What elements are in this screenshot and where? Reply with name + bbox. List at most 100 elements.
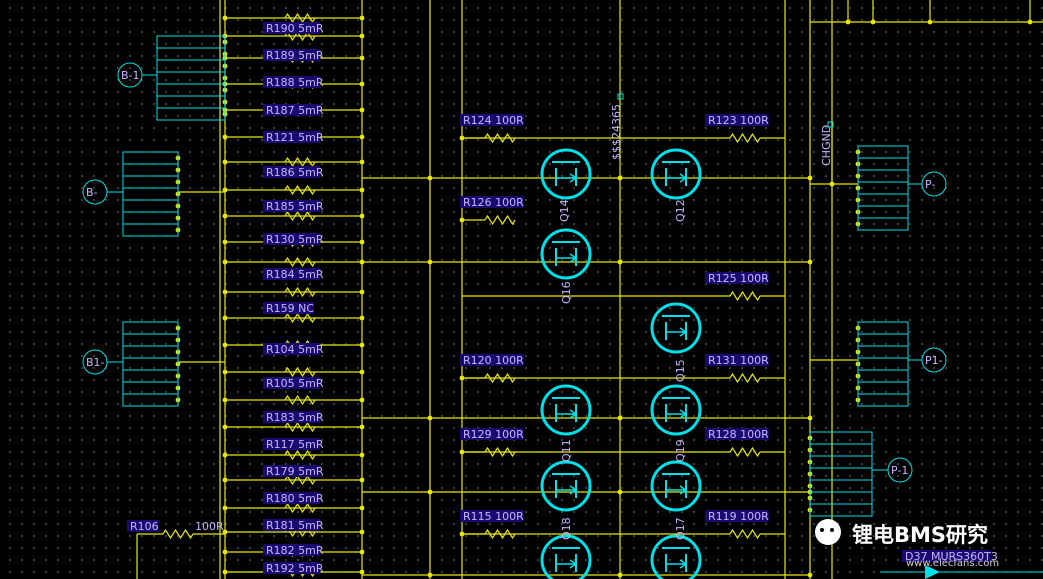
resistor-label-r180[interactable]: R180 5mR — [263, 492, 324, 505]
resistor-symbol[interactable] — [729, 132, 761, 144]
resistor-symbol[interactable] — [284, 394, 316, 406]
mosfet-q17[interactable] — [650, 460, 702, 512]
resistor-symbol[interactable] — [729, 528, 761, 540]
resistor-symbol[interactable] — [284, 184, 316, 196]
mosfet-label-q19[interactable]: Q19 — [674, 439, 687, 462]
mosfet-q16[interactable] — [540, 228, 592, 280]
resistor-label-r182[interactable]: R182 5mR — [263, 544, 324, 557]
resistor-symbol[interactable] — [284, 256, 316, 268]
resistor-label-r187[interactable]: R187 5mR — [263, 104, 324, 117]
resistor-label-r184[interactable]: R184 5mR — [263, 268, 324, 281]
connector-p-1[interactable]: P-1 — [887, 457, 913, 483]
connector-body[interactable] — [156, 35, 226, 121]
gate-resistor-r131[interactable]: R131 100R — [705, 354, 769, 367]
resistor-label-r190[interactable]: R190 5mR — [263, 22, 324, 35]
resistor-label-r181[interactable]: R181 5mR — [263, 519, 324, 532]
mosfet-[interactable] — [650, 534, 702, 579]
resistor-label-r185[interactable]: R185 5mR — [263, 200, 324, 213]
gate-resistor-r119[interactable]: R119 100R — [705, 510, 769, 523]
resistor-symbol[interactable] — [484, 214, 516, 226]
resistor-symbol[interactable] — [729, 446, 761, 458]
mosfet-q19[interactable] — [650, 384, 702, 436]
resistor-symbol[interactable] — [284, 286, 316, 298]
mosfet-label-q12[interactable]: Q12 — [674, 199, 687, 222]
resistor-label-r188[interactable]: R188 5mR — [263, 76, 324, 89]
mosfet-q11[interactable] — [540, 384, 592, 436]
gate-resistor-r124[interactable]: R124 100R — [460, 114, 524, 127]
gate-resistor-r115[interactable]: R115 100R — [460, 510, 524, 523]
resistor-label-r105[interactable]: R105 5mR — [263, 377, 324, 390]
connector-b-[interactable]: B- — [82, 179, 108, 205]
resistor-symbol[interactable] — [284, 210, 316, 222]
gate-resistor-r125[interactable]: R125 100R — [705, 272, 769, 285]
connector-body[interactable] — [809, 431, 873, 517]
gate-resistor-r123[interactable]: R123 100R — [705, 114, 769, 127]
resistor-label-r189[interactable]: R189 5mR — [263, 49, 324, 62]
connector-body[interactable] — [122, 321, 179, 407]
resistor-label-r192[interactable]: R192 5mR — [263, 562, 324, 575]
label-text: R182 5mR — [266, 544, 324, 557]
gate-resistor-r129[interactable]: R129 100R — [460, 428, 524, 441]
resistor-symbol[interactable] — [484, 446, 516, 458]
mosfet-label-q11[interactable]: Q11 — [560, 439, 573, 462]
mosfet-q18[interactable] — [540, 460, 592, 512]
resistor-symbol[interactable] — [284, 156, 316, 168]
connector-b1-[interactable]: B1- — [82, 349, 108, 375]
net-label-chgnd[interactable]: CHGND — [820, 125, 833, 166]
resistor-symbol[interactable] — [484, 132, 516, 144]
connector-p-[interactable]: P- — [921, 171, 947, 197]
resistor-symbol[interactable] — [284, 474, 316, 486]
gate-resistor-r120[interactable]: R120 100R — [460, 354, 524, 367]
label-text: R106 — [130, 520, 159, 533]
mosfet-label-q14[interactable]: Q14 — [558, 199, 571, 222]
mosfet-q12[interactable] — [650, 148, 702, 200]
resistor-symbol[interactable] — [162, 528, 194, 540]
resistor-symbol[interactable] — [284, 366, 316, 378]
resistor-label-r183[interactable]: R183 5mR — [263, 411, 324, 424]
resistor-symbol[interactable] — [284, 449, 316, 461]
connector-p1-[interactable]: P1- — [921, 347, 947, 373]
mosfet-[interactable] — [540, 534, 592, 579]
resistor-symbol[interactable] — [484, 372, 516, 384]
resistor-symbol[interactable] — [284, 502, 316, 514]
resistor-symbol[interactable] — [484, 528, 516, 540]
label-text: R185 5mR — [266, 200, 324, 213]
resistor-label-r104[interactable]: R104 5mR — [263, 343, 324, 356]
label-text: R192 5mR — [266, 562, 324, 575]
label-background — [263, 544, 321, 556]
gate-resistor-r128[interactable]: R128 100R — [705, 428, 769, 441]
gate-resistor-r126[interactable]: R126 100R — [460, 196, 524, 209]
mosfet-label-q16[interactable]: Q16 — [560, 281, 573, 304]
label-text: R104 5mR — [266, 343, 324, 356]
connector-b-1[interactable]: B-1 — [117, 62, 143, 88]
connector-body[interactable] — [857, 321, 909, 407]
connector-body[interactable] — [122, 151, 179, 237]
resistor-symbol[interactable] — [284, 312, 316, 324]
resistor-symbol[interactable] — [284, 421, 316, 433]
resistor-label-r179[interactable]: R179 5mR — [263, 465, 324, 478]
net-label-24365[interactable]: $$$24365 — [610, 104, 623, 160]
resistor-label-r130[interactable]: R130 5mR — [263, 233, 324, 246]
mosfet-q14[interactable] — [540, 148, 592, 200]
resistor-label-r159[interactable]: R159 NC — [263, 302, 314, 315]
resistor-symbol[interactable] — [729, 290, 761, 302]
diode-symbol[interactable] — [925, 565, 940, 579]
mosfet-label-q15[interactable]: Q15 — [674, 359, 687, 382]
resistor-symbol[interactable] — [284, 12, 316, 24]
diode-label-d37[interactable]: D37 MURS360T3 — [902, 550, 998, 563]
resistor-label-r106[interactable]: R106 — [127, 520, 159, 533]
resistor-label-r186[interactable]: R186 5mR — [263, 166, 324, 179]
resistor-symbol[interactable] — [284, 30, 316, 42]
mosfet-q15[interactable] — [650, 302, 702, 354]
mosfet-label-q18[interactable]: Q18 — [560, 517, 573, 540]
connector-body[interactable] — [857, 145, 909, 231]
mosfet-label-q17[interactable]: Q17 — [674, 517, 687, 540]
resistor-symbol[interactable] — [729, 372, 761, 384]
resistor-value-r106[interactable]: 100R — [195, 520, 224, 533]
resistor-symbol[interactable] — [284, 526, 316, 538]
label-text: R130 5mR — [266, 233, 324, 246]
resistor-label-r121[interactable]: R121 5mR — [263, 131, 324, 144]
resistor-label-r117[interactable]: R117 5mR — [263, 438, 324, 451]
